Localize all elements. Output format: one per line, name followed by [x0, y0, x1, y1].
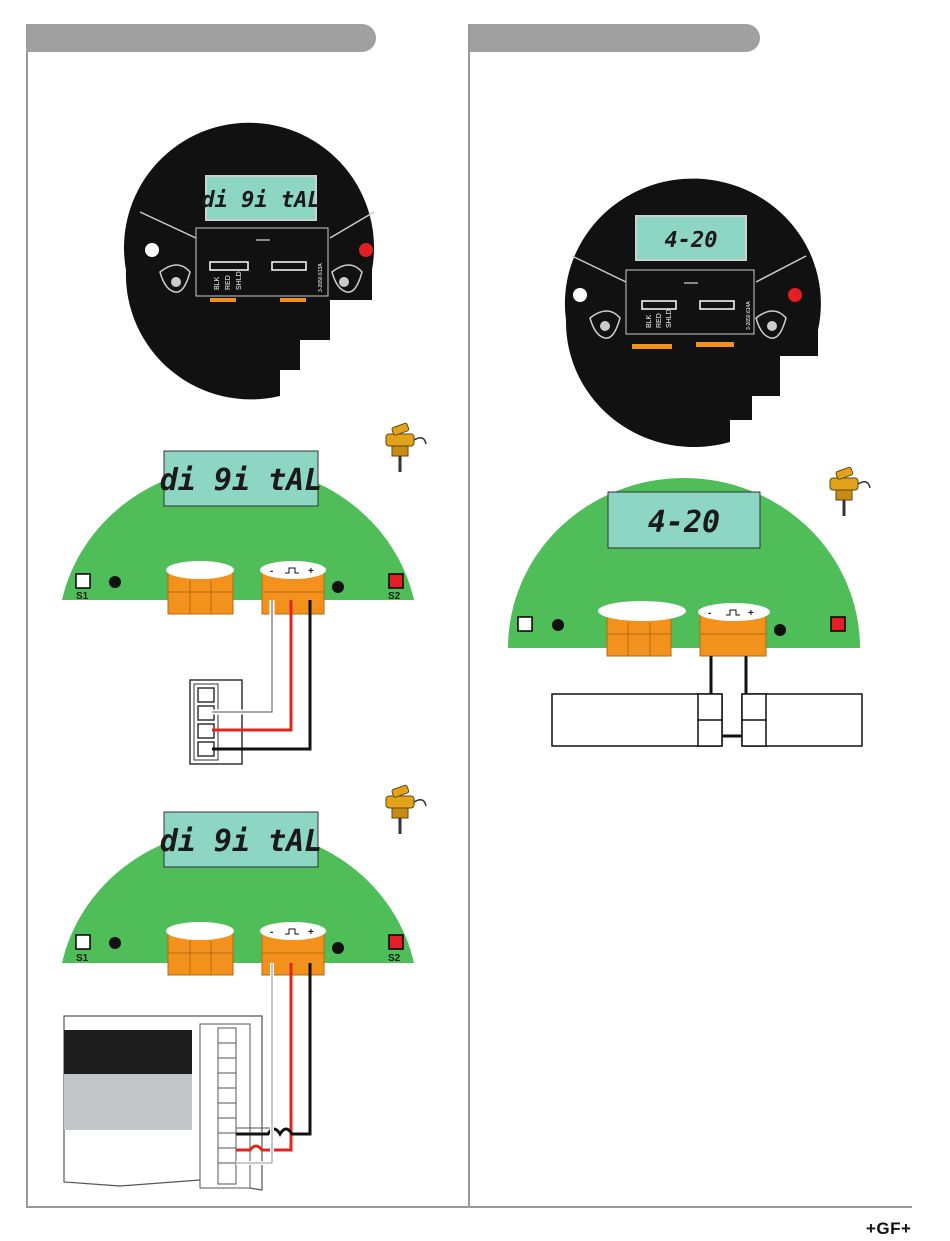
right-wire-blk: BLK [646, 314, 653, 328]
right-board-s1-button[interactable] [518, 617, 532, 631]
left-wiring-1 [190, 600, 310, 764]
left-plc-device [64, 963, 310, 1190]
right-board-s2-button[interactable] [831, 617, 845, 631]
right-part-number: 3-2650.614A [746, 301, 752, 330]
left-board1-s2-label: S2 [388, 591, 401, 602]
right-wire-red: RED [656, 313, 663, 328]
left-board1-s1-label: S1 [76, 591, 89, 602]
svg-text:+: + [308, 566, 314, 577]
right-back-red-button[interactable] [788, 288, 802, 302]
left-board2-lcd-text: di 9i tAL [160, 824, 323, 859]
svg-text:+: + [308, 927, 314, 938]
left-back-lcd-text: di 9i tAL [201, 188, 320, 213]
left-back-panel: di 9i tAL BLK RED SHLD 3-2650.613A [124, 123, 374, 400]
left-board1-lcd-text: di 9i tAL [160, 463, 323, 498]
right-board: 4-20 - + [508, 467, 870, 656]
left-back-white-button[interactable] [145, 243, 159, 257]
left-back-screw-left [171, 277, 181, 287]
left-board1-s2-button[interactable] [389, 574, 403, 588]
right-wire-shld: SHLD [666, 309, 673, 328]
svg-text:-: - [270, 927, 273, 938]
left-back-screw-right [339, 277, 349, 287]
right-back-screw-right [767, 321, 777, 331]
right-back-lcd-text: 4-20 [665, 228, 718, 253]
left-wire-blk: BLK [214, 276, 221, 290]
svg-text:-: - [708, 608, 711, 619]
left-board2-s1-label: S1 [76, 953, 89, 964]
left-part-number: 3-2650.613A [318, 263, 324, 292]
left-board2-s2-button[interactable] [389, 935, 403, 949]
left-board2-s1-button[interactable] [76, 935, 90, 949]
left-board-2: di 9i tAL S1 - + S2 [62, 785, 426, 975]
right-loop-devices [552, 656, 862, 746]
svg-text:-: - [270, 566, 273, 577]
left-back-red-button[interactable] [359, 243, 373, 257]
left-board2-s2-label: S2 [388, 953, 401, 964]
right-board-lcd-text: 4-20 [648, 505, 720, 540]
right-back-white-button[interactable] [573, 288, 587, 302]
left-wire-shld: SHLD [236, 271, 243, 290]
right-back-panel: 4-20 BLK RED SHLD 3-2650.614A [565, 179, 821, 447]
right-back-screw-left [600, 321, 610, 331]
left-board-1: di 9i tAL S1 - + S2 [62, 423, 426, 614]
svg-text:+: + [748, 608, 754, 619]
left-board1-s1-button[interactable] [76, 574, 90, 588]
left-wire-red: RED [225, 275, 232, 290]
